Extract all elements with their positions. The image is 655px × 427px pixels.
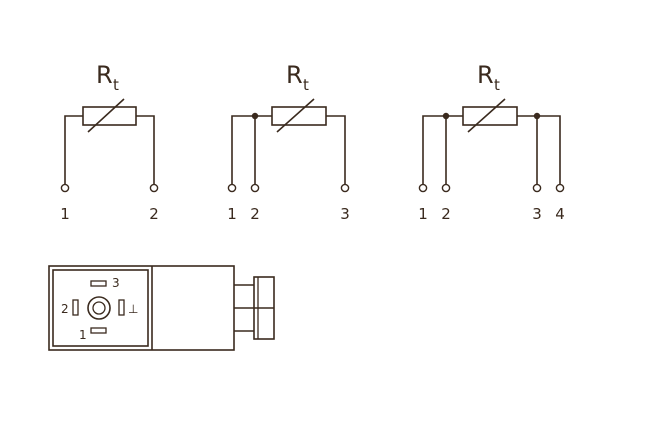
wire-right bbox=[517, 115, 561, 185]
junction-dot bbox=[251, 112, 259, 120]
thermistor bbox=[82, 106, 137, 126]
resistor-label: R bbox=[477, 61, 494, 89]
terminal-label-4: 4 bbox=[555, 205, 565, 223]
resistor-label: R bbox=[96, 61, 113, 89]
four-wire-circuit: R t 1 2 3 4 bbox=[418, 61, 565, 223]
terminal-label-1: 1 bbox=[418, 205, 428, 223]
terminal-label-1: 1 bbox=[60, 205, 70, 223]
terminal-label-3: 3 bbox=[340, 205, 350, 223]
terminal-4 bbox=[555, 183, 565, 193]
terminal-3 bbox=[340, 183, 350, 193]
pin-label-1: 1 bbox=[79, 328, 87, 342]
center-contact-inner bbox=[92, 301, 106, 315]
pin-slot-2 bbox=[72, 299, 79, 316]
terminal-label-2: 2 bbox=[250, 205, 260, 223]
terminal-label-3: 3 bbox=[532, 205, 542, 223]
pin-slot-1 bbox=[90, 327, 107, 334]
junction-dot-left bbox=[442, 112, 450, 120]
thermistor-slash bbox=[276, 98, 315, 133]
wire-left bbox=[64, 115, 83, 185]
terminal-1 bbox=[418, 183, 428, 193]
thermistor-slash bbox=[87, 98, 125, 133]
wire-right bbox=[136, 115, 155, 185]
pin-label-2: 2 bbox=[61, 302, 69, 316]
pin-slot-3 bbox=[90, 280, 107, 287]
terminal-1 bbox=[227, 183, 237, 193]
wire-left bbox=[422, 115, 463, 185]
connector-drawing: 3 1 2 ⊥ bbox=[48, 265, 275, 351]
wire-left bbox=[231, 115, 272, 185]
thermistor bbox=[271, 106, 327, 126]
terminal-1 bbox=[60, 183, 70, 193]
connector-face bbox=[52, 269, 149, 347]
pin-label-ground: ⊥ bbox=[128, 302, 138, 316]
resistor-subscript: t bbox=[303, 76, 309, 94]
connector-housing bbox=[48, 265, 235, 351]
two-wire-circuit: R t 1 2 bbox=[60, 61, 159, 223]
three-wire-circuit: R t 1 2 3 bbox=[227, 61, 350, 223]
resistor-subscript: t bbox=[494, 76, 500, 94]
center-contact-outer bbox=[87, 296, 111, 320]
pin-label-3: 3 bbox=[112, 276, 120, 290]
resistor-subscript: t bbox=[113, 76, 119, 94]
terminal-2 bbox=[250, 183, 260, 193]
wire-right bbox=[326, 115, 346, 185]
terminal-label-2: 2 bbox=[441, 205, 451, 223]
thermistor bbox=[462, 106, 518, 126]
pin-slot-ground bbox=[118, 299, 125, 316]
terminal-label-1: 1 bbox=[227, 205, 237, 223]
junction-dot-right bbox=[533, 112, 541, 120]
terminal-label-2: 2 bbox=[149, 205, 159, 223]
terminal-2 bbox=[149, 183, 159, 193]
thermistor-slash bbox=[467, 98, 506, 133]
resistor-label: R bbox=[286, 61, 303, 89]
terminal-2 bbox=[441, 183, 451, 193]
terminal-3 bbox=[532, 183, 542, 193]
